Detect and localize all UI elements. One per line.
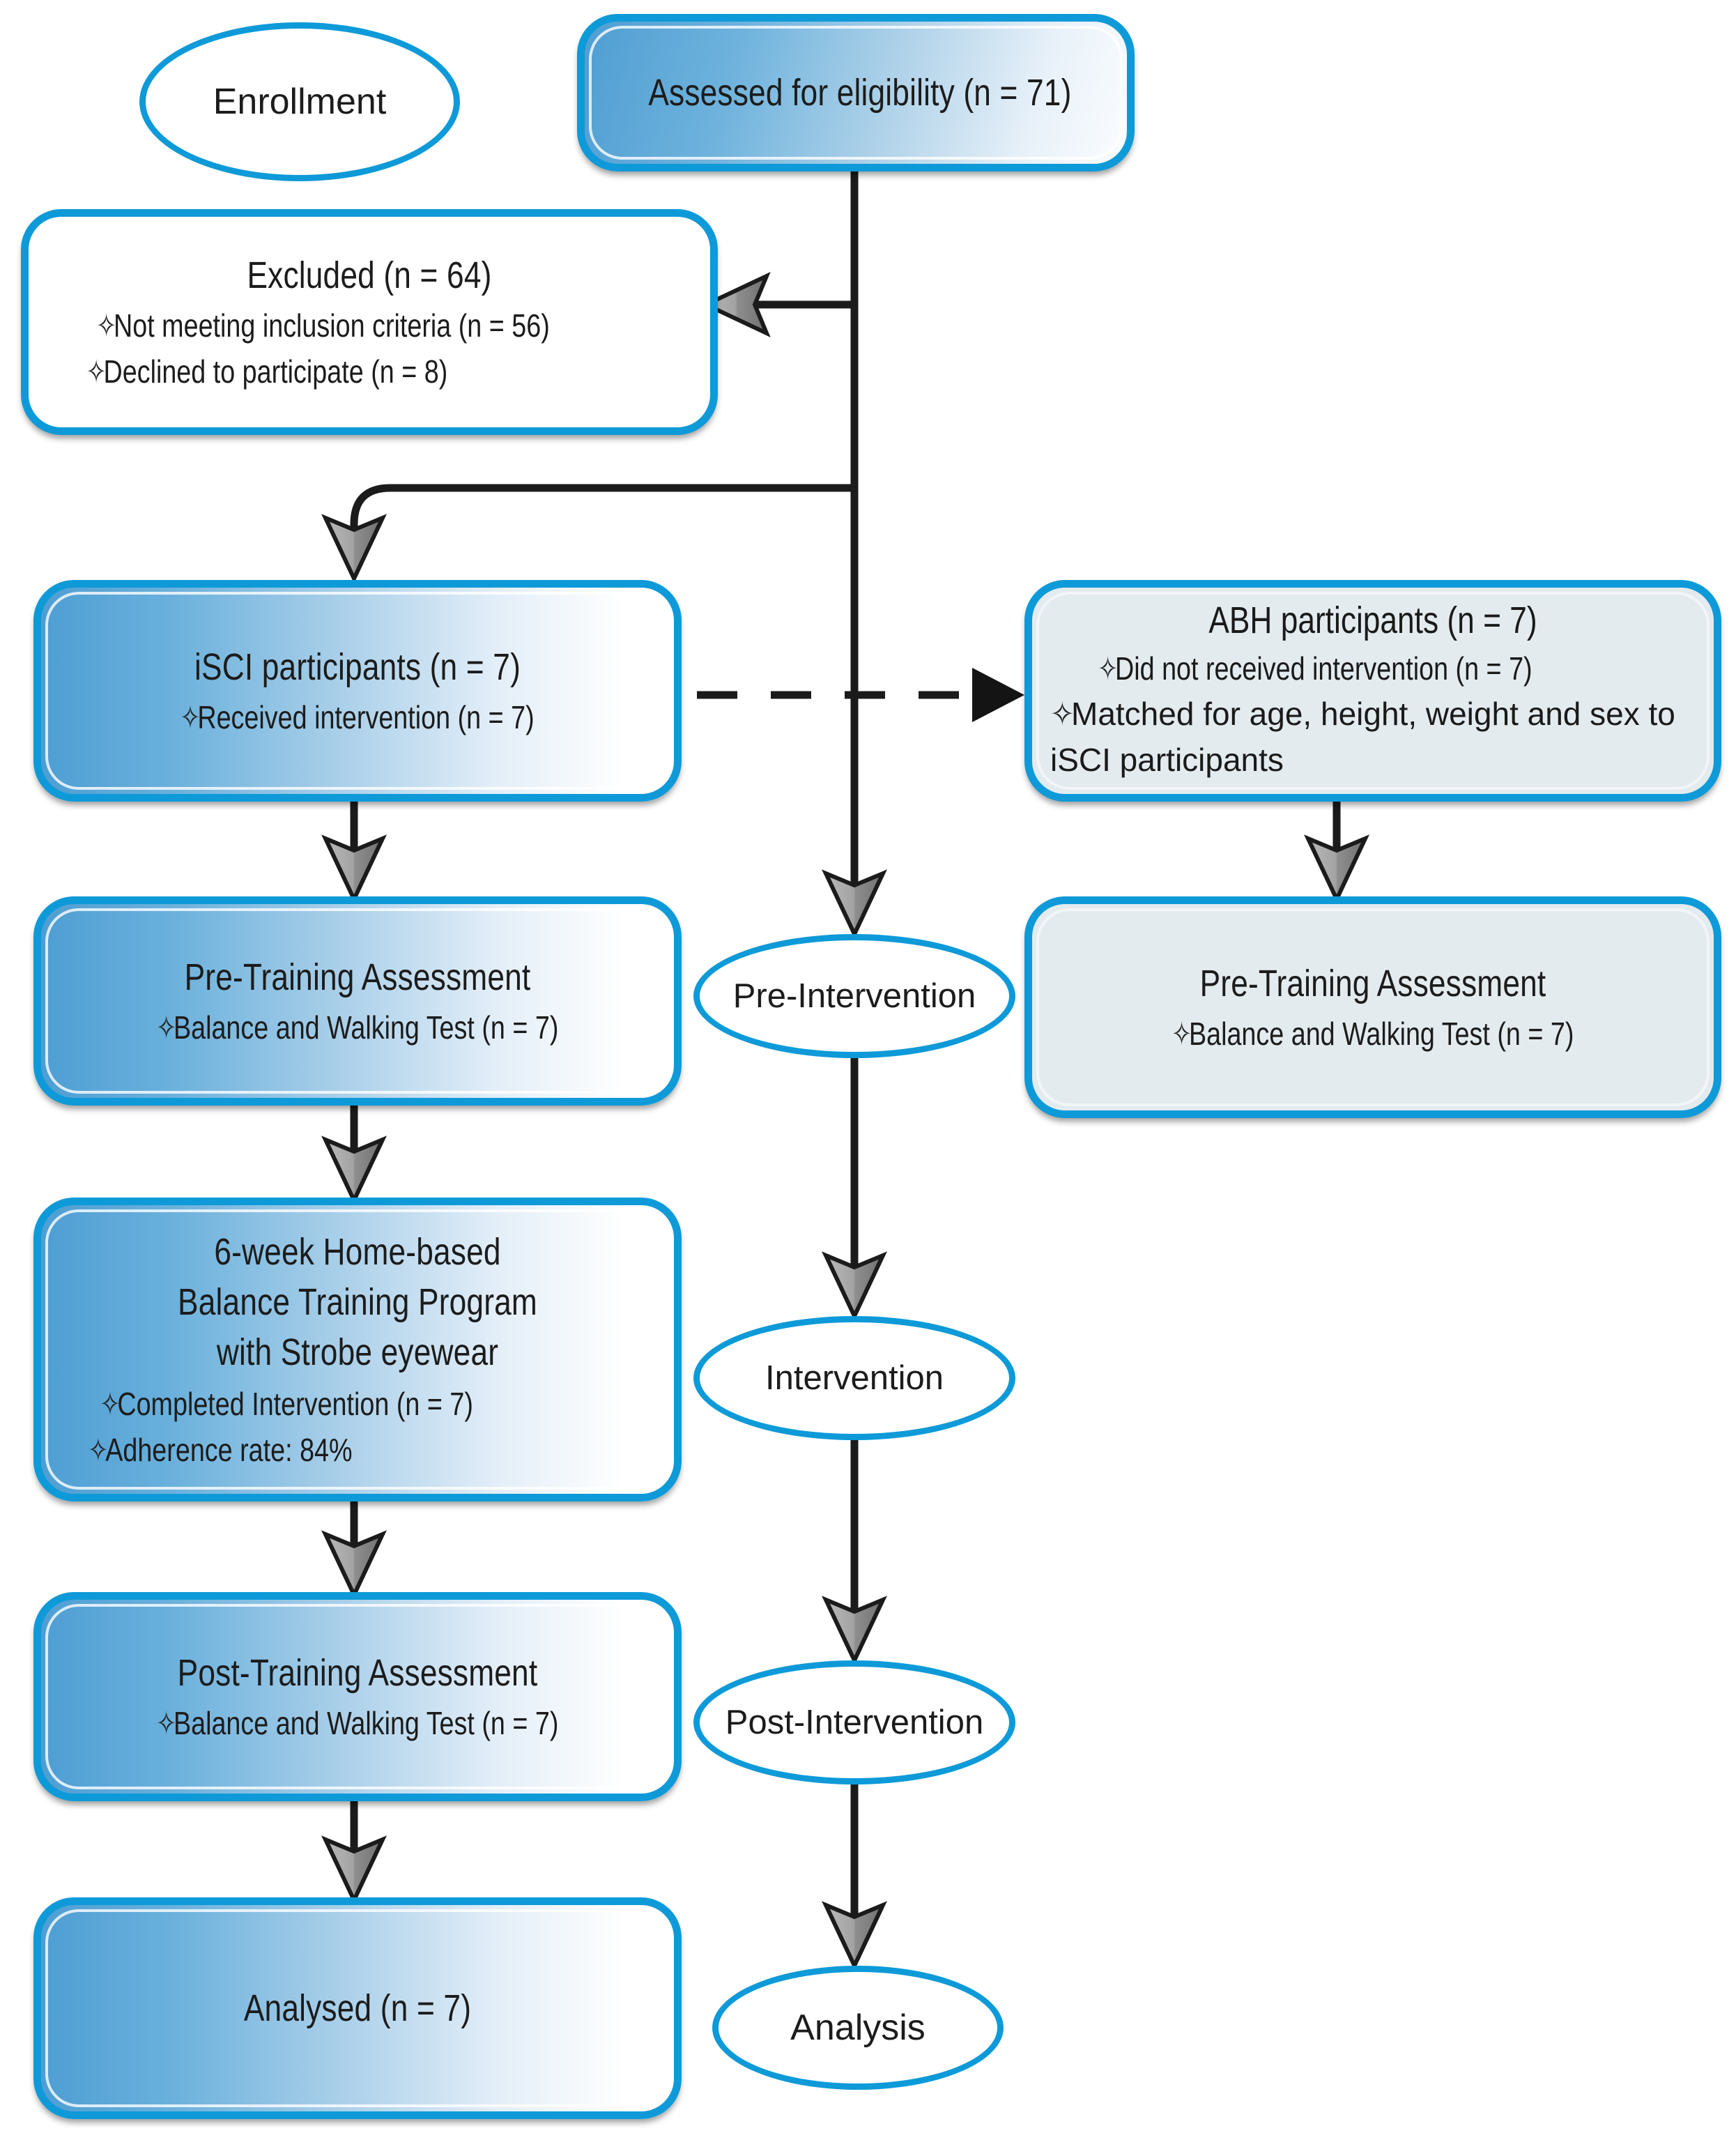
stage-label-analysis: Analysis [790, 2008, 925, 2048]
node-analysed[interactable]: Analysed (n = 7) [33, 1897, 682, 2119]
stage-ellipse-post-intervention[interactable]: Post-Intervention [693, 1660, 1015, 1784]
sparkle-bullet-icon: ✧ [156, 1009, 176, 1046]
sparkle-bullet-icon: ✧ [1050, 696, 1075, 733]
post-assessment-bullets: ✧Balance and Walking Test (n = 7) [59, 1704, 656, 1742]
node-assessed-for-eligibility[interactable]: Assessed for eligibility (n = 71) [577, 14, 1135, 171]
stage-ellipse-analysis[interactable]: Analysis [712, 1966, 1004, 2090]
arrowhead-abh-dashed [972, 668, 1024, 722]
isci-title: iSCI participants (n = 7) [194, 646, 521, 688]
node-training-program[interactable]: 6-week Home-based Balance Training Progr… [33, 1198, 682, 1501]
node-pre-training-assessment-isci[interactable]: Pre-Training Assessment ✧Balance and Wal… [33, 896, 682, 1106]
sparkle-bullet-icon: ✧ [100, 1386, 121, 1422]
excluded-bullet-0: Not meeting inclusion criteria (n = 56) [113, 307, 550, 344]
pre-assessment-isci-title: Pre-Training Assessment [184, 956, 531, 998]
training-title-line-1: Balance Training Program [178, 1281, 537, 1323]
abh-title: ABH participants (n = 7) [1208, 599, 1537, 642]
node-isci-participants[interactable]: iSCI participants (n = 7) ✧Received inte… [33, 580, 682, 802]
isci-bullet-0: Received intervention (n = 7) [197, 699, 535, 735]
stage-label-enrollment: Enrollment [213, 82, 387, 122]
pre-assessment-abh-bullet-0: Balance and Walking Test (n = 7) [1189, 1016, 1574, 1052]
stage-label-pre-intervention: Pre-Intervention [732, 977, 976, 1015]
excluded-bullets: ✧Not meeting inclusion criteria (n = 56)… [47, 307, 692, 390]
training-bullet-0: Completed Intervention (n = 7) [117, 1386, 473, 1422]
node-abh-participants[interactable]: ABH participants (n = 7) ✧Did not receiv… [1024, 580, 1721, 802]
training-title-line-0: 6-week Home-based [214, 1231, 501, 1273]
abh-bullet-1: Matched for age, height, weight and sex … [1050, 696, 1675, 778]
post-assessment-bullet-0: Balance and Walking Test (n = 7) [174, 1705, 559, 1741]
node-post-training-assessment[interactable]: Post-Training Assessment ✧Balance and Wa… [33, 1592, 682, 1801]
sparkle-bullet-icon: ✧ [1172, 1016, 1192, 1052]
abh-bullet-0: Did not received intervention (n = 7) [1115, 650, 1533, 687]
training-bullet-1: Adherence rate: 84% [105, 1432, 353, 1468]
analysed-title: Analysed (n = 7) [243, 1987, 472, 2029]
stage-label-intervention: Intervention [765, 1359, 944, 1397]
stage-ellipse-enrollment[interactable]: Enrollment [139, 22, 460, 181]
stage-ellipse-pre-intervention[interactable]: Pre-Intervention [693, 934, 1015, 1058]
sparkle-bullet-icon: ✧ [156, 1705, 176, 1741]
excluded-bullet-1: Declined to participate (n = 8) [103, 353, 448, 390]
training-bullets: ✧Completed Intervention (n = 7) ✧Adheren… [59, 1385, 656, 1469]
excluded-title: Excluded (n = 64) [247, 254, 492, 296]
stage-ellipse-intervention[interactable]: Intervention [693, 1316, 1015, 1440]
isci-bullets: ✧Received intervention (n = 7) [59, 698, 656, 736]
sparkle-bullet-icon: ✧ [96, 307, 116, 344]
stage-label-post-intervention: Post-Intervention [725, 1703, 984, 1741]
post-assessment-title: Post-Training Assessment [177, 1652, 538, 1694]
sparkle-bullet-icon: ✧ [86, 353, 107, 390]
pre-assessment-isci-bullets: ✧Balance and Walking Test (n = 7) [59, 1009, 656, 1046]
training-title-line-2: with Strobe eyewear [216, 1331, 499, 1373]
node-pre-training-assessment-abh[interactable]: Pre-Training Assessment ✧Balance and Wal… [1024, 896, 1721, 1118]
pre-assessment-abh-bullets: ✧Balance and Walking Test (n = 7) [1050, 1015, 1696, 1053]
pre-assessment-isci-bullet-0: Balance and Walking Test (n = 7) [174, 1009, 559, 1046]
pre-assessment-abh-title: Pre-Training Assessment [1199, 963, 1546, 1004]
sparkle-bullet-icon: ✧ [180, 699, 201, 735]
assessed-title: Assessed for eligibility (n = 71) [648, 72, 1072, 114]
sparkle-bullet-icon: ✧ [1098, 650, 1118, 687]
sparkle-bullet-icon: ✧ [88, 1432, 109, 1468]
node-excluded[interactable]: Excluded (n = 64) ✧Not meeting inclusion… [21, 209, 718, 435]
